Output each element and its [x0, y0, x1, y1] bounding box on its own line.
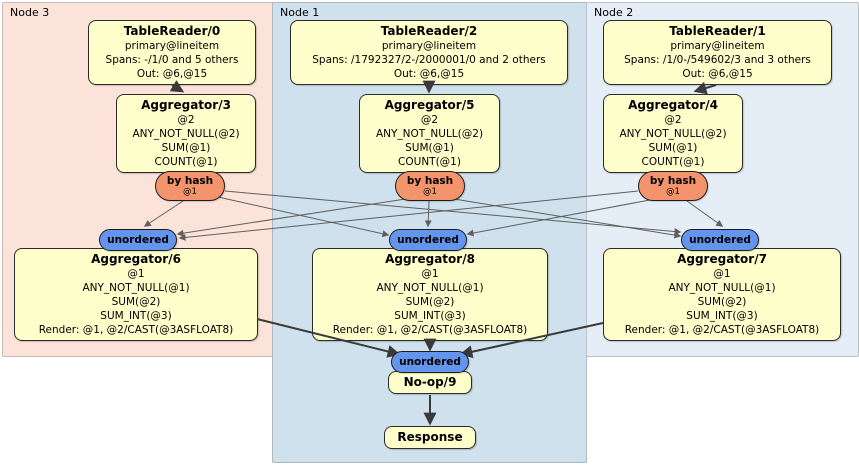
- processor-detail: COUNT(@1): [398, 156, 461, 168]
- aggregator-6-box: Aggregator/6 @1 ANY_NOT_NULL(@1) SUM(@2)…: [14, 248, 258, 341]
- by-hash-router-node1: by hash @1: [395, 171, 465, 201]
- aggregator-7-box: Aggregator/7 @1 ANY_NOT_NULL(@1) SUM(@2)…: [603, 248, 841, 341]
- processor-detail: @1: [127, 268, 145, 280]
- processor-title: Aggregator/7: [677, 252, 767, 266]
- processor-detail: primary@lineitem: [124, 40, 220, 52]
- router-label: by hash: [406, 175, 454, 187]
- aggregator-4-box: Aggregator/4 @2 ANY_NOT_NULL(@2) SUM(@1)…: [603, 94, 743, 173]
- processor-detail: SUM_INT(@3): [394, 310, 466, 322]
- processor-detail: @2: [420, 114, 439, 126]
- processor-detail: Out: @6,@15: [136, 68, 208, 80]
- processor-title: Aggregator/3: [141, 98, 231, 112]
- processor-detail: ANY_NOT_NULL(@2): [132, 128, 240, 140]
- processor-detail: @1: [713, 268, 731, 280]
- processor-detail: @1: [421, 268, 439, 280]
- processor-detail: ANY_NOT_NULL(@2): [619, 128, 727, 140]
- processor-detail: COUNT(@1): [641, 156, 705, 168]
- merger-label: unordered: [689, 234, 751, 246]
- processor-detail: Render: @1, @2/CAST(@3ASFLOAT8): [38, 324, 234, 336]
- processor-detail: SUM(@1): [405, 142, 454, 154]
- processor-detail: Spans: /1/0-/549602/3 and 3 others: [624, 54, 811, 66]
- router-label: by hash: [649, 175, 697, 187]
- node2-label: Node 2: [594, 6, 634, 19]
- processor-detail: SUM(@1): [648, 142, 698, 154]
- processor-title: TableReader/0: [123, 24, 221, 38]
- merger-label: unordered: [107, 234, 169, 246]
- processor-detail: SUM(@2): [111, 296, 161, 308]
- processor-detail: SUM(@1): [161, 142, 211, 154]
- processor-detail: Spans: -/1/0 and 5 others: [105, 54, 239, 66]
- processor-title: Response: [397, 430, 463, 444]
- tablereader-2-box: TableReader/2 primary@lineitem Spans: /1…: [290, 20, 568, 85]
- processor-detail: @2: [177, 114, 195, 126]
- noop-9-box: No-op/9: [388, 371, 472, 394]
- processor-title: Aggregator/5: [384, 98, 475, 112]
- processor-title: Aggregator/6: [91, 252, 181, 266]
- processor-detail: Render: @1, @2/CAST(@3ASFLOAT8): [332, 324, 528, 336]
- processor-detail: SUM(@2): [697, 296, 747, 308]
- processor-detail: ANY_NOT_NULL(@1): [82, 282, 190, 294]
- unordered-merger-node3: unordered: [99, 229, 177, 251]
- by-hash-router-node2: by hash @1: [638, 171, 708, 201]
- processor-title: Aggregator/8: [385, 252, 475, 266]
- unordered-merger-node1: unordered: [389, 229, 467, 251]
- processor-detail: primary@lineitem: [670, 40, 765, 52]
- processor-detail: ANY_NOT_NULL(@2): [375, 128, 484, 140]
- processor-title: TableReader/2: [380, 24, 478, 38]
- merger-label: unordered: [399, 356, 461, 368]
- tablereader-0-box: TableReader/0 primary@lineitem Spans: -/…: [88, 20, 256, 85]
- router-columns: @1: [183, 187, 197, 197]
- processor-detail: SUM_INT(@3): [100, 310, 172, 322]
- tablereader-1-box: TableReader/1 primary@lineitem Spans: /1…: [603, 20, 832, 85]
- unordered-merger-node2: unordered: [681, 229, 759, 251]
- processor-detail: SUM_INT(@3): [686, 310, 758, 322]
- processor-detail: ANY_NOT_NULL(@1): [376, 282, 484, 294]
- node3-label: Node 3: [10, 6, 50, 19]
- node1-label: Node 1: [280, 6, 320, 19]
- processor-detail: @2: [664, 114, 682, 126]
- processor-detail: Render: @1, @2/CAST(@3ASFLOAT8): [624, 324, 820, 336]
- response-box: Response: [384, 426, 476, 449]
- router-columns: @1: [666, 187, 680, 197]
- processor-title: TableReader/1: [669, 24, 766, 38]
- router-columns: @1: [423, 187, 437, 197]
- processor-detail: primary@lineitem: [381, 40, 477, 52]
- processor-title: Aggregator/4: [628, 98, 718, 112]
- processor-title: No-op/9: [403, 375, 457, 389]
- aggregator-8-box: Aggregator/8 @1 ANY_NOT_NULL(@1) SUM(@2)…: [312, 248, 548, 341]
- by-hash-router-node3: by hash @1: [155, 171, 225, 201]
- unordered-merger-final: unordered: [391, 351, 469, 373]
- router-label: by hash: [166, 175, 214, 187]
- merger-label: unordered: [397, 234, 459, 246]
- processor-detail: Spans: /1792327/2-/2000001/0 and 2 other…: [312, 54, 546, 66]
- processor-detail: COUNT(@1): [154, 156, 218, 168]
- processor-detail: SUM(@2): [405, 296, 455, 308]
- processor-detail: Out: @6,@15: [393, 68, 465, 80]
- processor-detail: ANY_NOT_NULL(@1): [668, 282, 776, 294]
- aggregator-3-box: Aggregator/3 @2 ANY_NOT_NULL(@2) SUM(@1)…: [116, 94, 256, 173]
- processor-detail: Out: @6,@15: [682, 68, 753, 80]
- aggregator-5-box: Aggregator/5 @2 ANY_NOT_NULL(@2) SUM(@1)…: [359, 94, 500, 173]
